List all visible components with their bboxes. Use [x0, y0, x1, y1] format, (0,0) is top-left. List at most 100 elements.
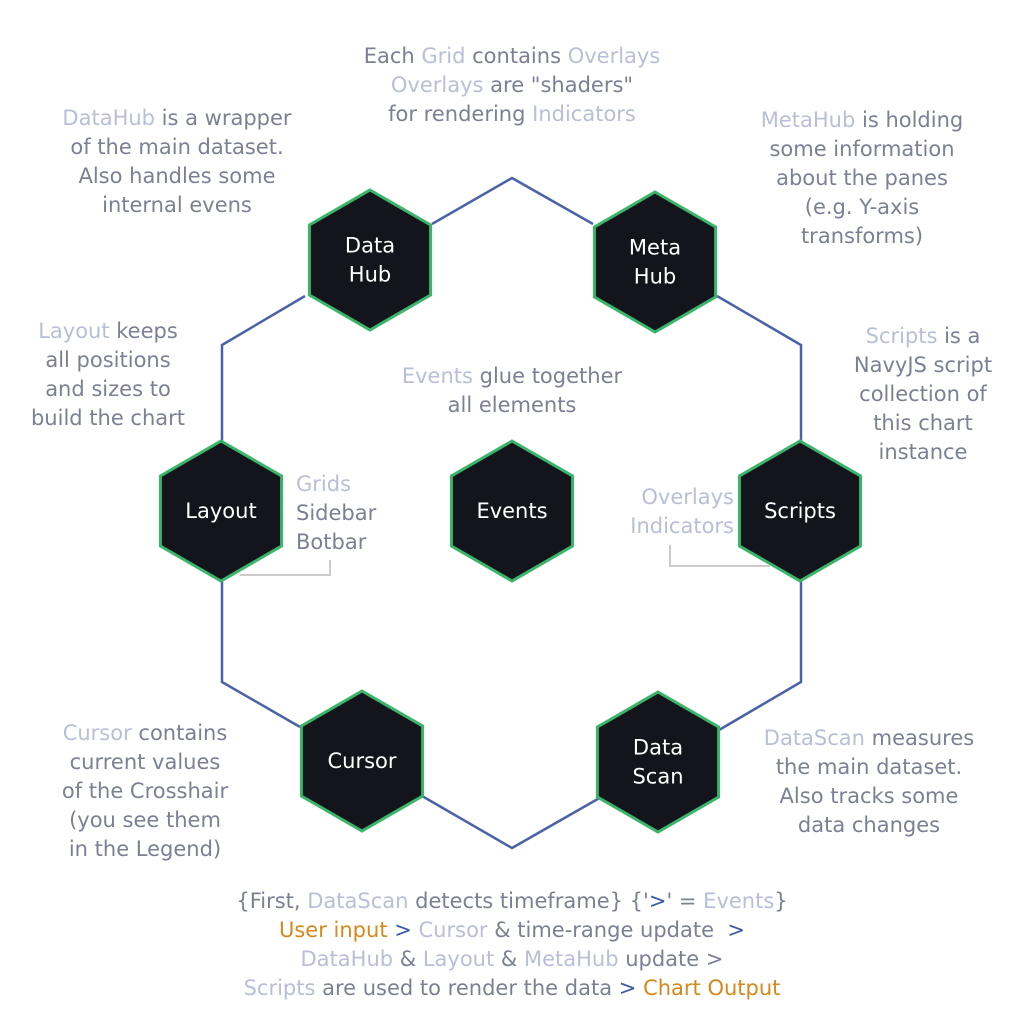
note-text: MetaHub	[523, 947, 619, 971]
note-line: Also handles some	[27, 162, 327, 191]
note-text: Layout	[422, 947, 495, 971]
note-line: NavyJS script	[833, 351, 1013, 380]
note-line: the main dataset.	[740, 753, 998, 782]
note-line: data changes	[740, 811, 998, 840]
note-line: Also tracks some	[740, 782, 998, 811]
cursor-node: Cursor	[299, 689, 425, 833]
note-text: transforms)	[800, 224, 924, 248]
note-line: {First, DataScan detects timeframe} {'>'…	[130, 887, 894, 916]
note-text: about the panes	[776, 166, 948, 190]
note-line: Scripts is a	[833, 322, 1013, 351]
note-text: for rendering	[388, 102, 533, 126]
note-line: Each Grid contains Overlays	[312, 42, 712, 71]
note-text: Events	[401, 364, 473, 388]
note-text: Chart Output	[643, 976, 781, 1000]
note-text: DataScan	[763, 726, 865, 750]
note-text: {First,	[236, 889, 308, 913]
events-label: Events	[476, 499, 547, 523]
datahub-label: Data	[345, 234, 395, 258]
note-line: Cursor contains	[20, 719, 270, 748]
note-text: DataScan	[307, 889, 409, 913]
note-line: about the panes	[722, 164, 1002, 193]
note-line: Layout keeps	[8, 317, 208, 346]
ring-connector	[220, 176, 803, 850]
note-text: Indicators	[532, 102, 636, 126]
note-text: contains	[465, 44, 568, 68]
note-text: Also handles some	[78, 164, 276, 188]
note-line: Botbar	[296, 528, 376, 557]
note-line: Overlays are "shaders"	[312, 71, 712, 100]
note-text: DataHub	[62, 106, 155, 130]
note-line: collection of	[833, 380, 1013, 409]
note-text: measures	[864, 726, 975, 750]
note-text: >	[648, 889, 667, 913]
note-text: data changes	[797, 813, 941, 837]
note-text: User input	[279, 918, 388, 942]
note-text: Grids	[296, 472, 352, 496]
note-text: instance	[878, 440, 968, 464]
datascan-node: DataScan	[595, 690, 721, 834]
note-text: Grid	[421, 44, 466, 68]
note-text: Also tracks some	[779, 784, 959, 808]
datascan-label: Data	[633, 736, 683, 760]
note-text: the main dataset.	[775, 755, 963, 779]
note-text: are "shaders"	[483, 73, 634, 97]
note-line: current values	[20, 748, 270, 777]
note-line: build the chart	[8, 404, 208, 433]
note-line: transforms)	[722, 222, 1002, 251]
note-text: of the Crosshair	[61, 779, 229, 803]
note-line: MetaHub is holding	[722, 106, 1002, 135]
note-text: Layout	[38, 319, 110, 343]
note-text: & time-range update	[487, 918, 728, 942]
note-text: collection of	[859, 382, 987, 406]
metahub-node: MetaHub	[592, 190, 718, 334]
note-text: Overlays	[567, 44, 661, 68]
scripts-label: Scripts	[764, 499, 836, 523]
note-line: DataScan measures	[740, 724, 998, 753]
note-line: all positions	[8, 346, 208, 375]
note-line: Overlays	[600, 483, 734, 512]
note-text: this chart	[873, 411, 973, 435]
note-text: Cursor	[418, 918, 488, 942]
note-line: DataHub & Layout & MetaHub update >	[130, 945, 894, 974]
datahub-hexagon	[307, 188, 433, 332]
note-line: of the main dataset.	[27, 133, 327, 162]
note-line: Grids	[296, 470, 376, 499]
metahub-label: Hub	[634, 265, 676, 289]
note-text: Overlays	[390, 73, 484, 97]
note-text: NavyJS script	[853, 353, 993, 377]
note-text: all elements	[447, 393, 577, 417]
note-line: Indicators	[600, 512, 734, 541]
note-line: instance	[833, 438, 1013, 467]
cursor-hexagon	[299, 689, 425, 833]
note-text: is a wrapper	[155, 106, 292, 130]
events-node: Events	[449, 439, 575, 583]
note-text: &	[494, 947, 524, 971]
datahub-node: DataHub	[307, 188, 433, 332]
note-line: this chart	[833, 409, 1013, 438]
note-text: (e.g. Y-axis	[804, 195, 920, 219]
note-text: Scripts	[243, 976, 316, 1000]
note-line: some information	[722, 135, 1002, 164]
note-text: Scripts	[865, 324, 938, 348]
note-text: >	[727, 918, 745, 942]
note-text: ' =	[666, 889, 704, 913]
metahub-hexagon	[592, 190, 718, 334]
note-line: in the Legend)	[20, 835, 270, 864]
datascan-hexagon	[595, 690, 721, 834]
note-text: Botbar	[296, 530, 367, 554]
note-line: (e.g. Y-axis	[722, 193, 1002, 222]
note-text: &	[393, 947, 423, 971]
note-line: Events glue together	[362, 362, 662, 391]
layout-label: Layout	[185, 499, 256, 523]
layout-hexagon	[158, 439, 284, 583]
note-line: internal evens	[27, 191, 327, 220]
datahub-note: DataHub is a wrapper of the main dataset.…	[27, 104, 327, 220]
note-text: contains	[131, 721, 228, 745]
